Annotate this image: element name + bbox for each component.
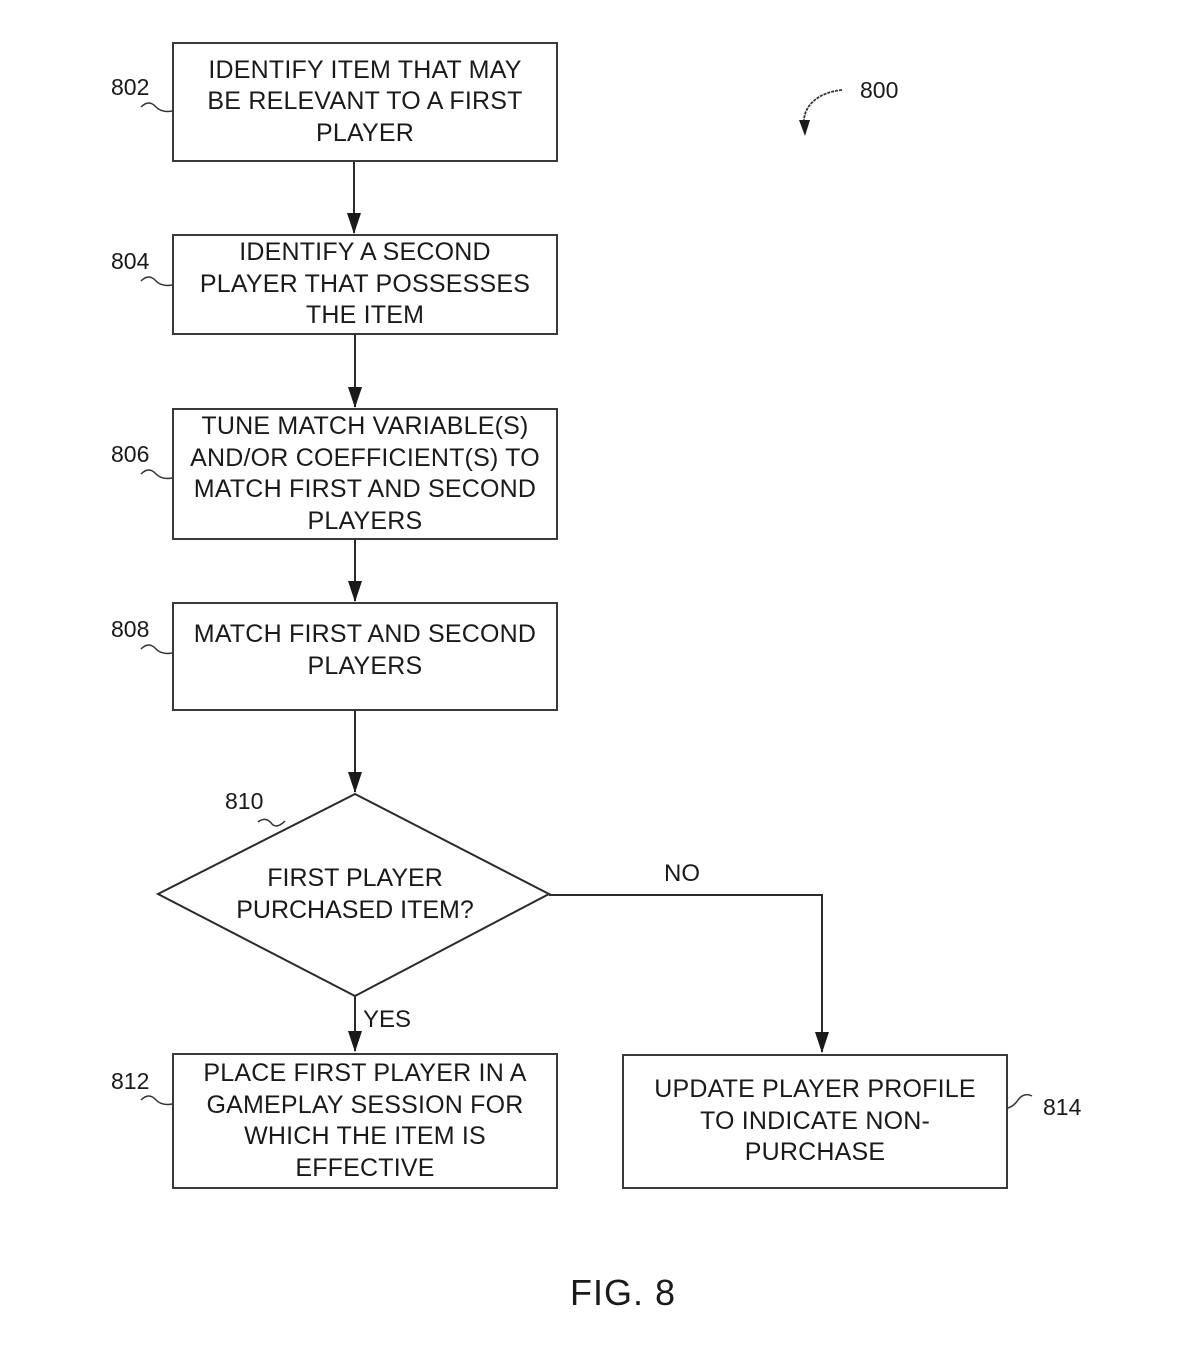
ref-label-802: 802	[111, 74, 150, 100]
arrowhead-812	[348, 1031, 362, 1052]
step-box-808: MATCH FIRST AND SECOND PLAYERS	[172, 602, 558, 711]
ref-label-814: 814	[1043, 1094, 1082, 1120]
ref-label-808: 808	[111, 616, 150, 642]
step-box-812: PLACE FIRST PLAYER IN A GAMEPLAY SESSION…	[172, 1053, 558, 1189]
ref-leader-806	[140, 469, 173, 480]
figure-800-arrowhead	[799, 120, 810, 136]
step-text-814: UPDATE PLAYER PROFILE TO INDICATE NON- P…	[654, 1075, 976, 1167]
arrow-no	[549, 894, 823, 1052]
ref-leader-812	[140, 1095, 173, 1106]
step-box-814: UPDATE PLAYER PROFILE TO INDICATE NON- P…	[622, 1054, 1008, 1189]
step-text-808: MATCH FIRST AND SECOND PLAYERS	[193, 620, 537, 680]
arrowhead-806	[348, 387, 362, 408]
decision-text: FIRST PLAYER PURCHASED ITEM?	[236, 864, 474, 924]
ref-label-804: 804	[111, 248, 150, 274]
arrowhead-808	[348, 581, 362, 602]
step-text-806: TUNE MATCH VARIABLE(S) AND/OR COEFFICIEN…	[190, 412, 540, 535]
figure-800-pointer	[803, 89, 843, 121]
step-box-804: IDENTIFY A SECOND PLAYER THAT POSSESSES …	[172, 234, 558, 335]
figure-caption: FIG. 8	[570, 1272, 677, 1313]
arrowhead-814	[815, 1032, 829, 1053]
ref-leader-810	[257, 818, 286, 827]
step-text-804: IDENTIFY A SECOND PLAYER THAT POSSESSES …	[199, 238, 531, 330]
ref-leader-804	[140, 276, 173, 287]
ref-leader-814	[1007, 1093, 1033, 1109]
arrowhead-804	[347, 213, 361, 234]
ref-leader-808	[140, 644, 173, 655]
step-text-812: PLACE FIRST PLAYER IN A GAMEPLAY SESSION…	[203, 1059, 527, 1182]
step-box-806: TUNE MATCH VARIABLE(S) AND/OR COEFFICIEN…	[172, 408, 558, 540]
ref-label-806: 806	[111, 441, 150, 467]
branch-label-no: NO	[664, 860, 700, 887]
step-box-802: IDENTIFY ITEM THAT MAY BE RELEVANT TO A …	[172, 42, 558, 162]
arrowhead-810	[348, 772, 362, 793]
branch-label-yes: YES	[363, 1006, 412, 1033]
ref-leader-802	[140, 102, 173, 113]
ref-label-812: 812	[111, 1068, 150, 1094]
figure-number-label: 800	[860, 77, 899, 103]
ref-label-810: 810	[225, 788, 264, 814]
step-text-802: IDENTIFY ITEM THAT MAY BE RELEVANT TO A …	[207, 55, 523, 147]
